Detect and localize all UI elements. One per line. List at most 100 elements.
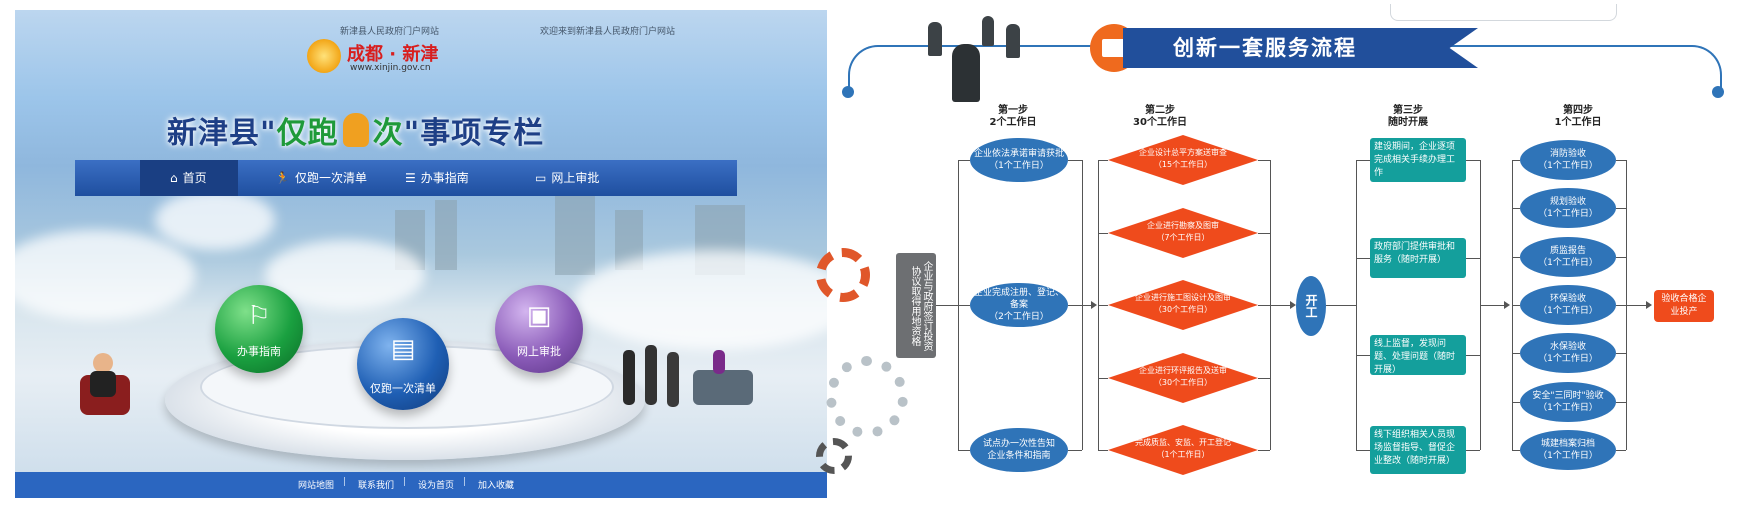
node-line2: （1个工作日） xyxy=(1538,403,1598,413)
connector-line xyxy=(1356,160,1370,161)
step-name: 第四步 xyxy=(1563,105,1593,116)
flow-title: 创新一套服务流程 xyxy=(1173,36,1357,60)
header-welcome: 欢迎来到新津县人民政府门户网站 xyxy=(540,27,676,37)
arrow-head xyxy=(1290,301,1296,309)
connector-line xyxy=(1258,378,1270,379)
connector-line xyxy=(1258,450,1270,451)
connector-line xyxy=(1466,355,1480,356)
step4-node: 水保验收 （1个工作日） xyxy=(1520,333,1616,373)
node-line1: 企业进行勘察及图审 xyxy=(1147,221,1219,230)
connector-line xyxy=(1616,402,1626,403)
node-line1: 安全"三同时"验收 xyxy=(1532,391,1604,401)
ball-checklist[interactable]: ▤ 仅跑一次清单 xyxy=(357,318,449,410)
nav-item-approval[interactable]: ▭网上审批 xyxy=(535,160,599,196)
kaigong-node: 开工 xyxy=(1296,276,1326,336)
footer-separator: | xyxy=(343,477,347,487)
node-line1: 规划验收 xyxy=(1549,197,1586,207)
node-line2: （1个工作日） xyxy=(1538,354,1598,364)
node-text: 企业进行施工图设计及图审（30个工作日） xyxy=(1128,292,1238,316)
ball-approval[interactable]: ▣ 网上审批 xyxy=(495,285,583,373)
nav-label: 办事指南 xyxy=(420,171,469,185)
ball-guide-label: 办事指南 xyxy=(237,345,281,358)
node-text: 企业进行环评报告及送审（30个工作日） xyxy=(1128,365,1238,389)
node-text: 企业进行勘察及图审（7个工作日） xyxy=(1128,220,1238,244)
node-line1: 企业完成注册、登记、备案 xyxy=(973,288,1064,310)
connector-line xyxy=(1480,305,1504,306)
connector-line xyxy=(1512,208,1520,209)
connector-line xyxy=(1466,450,1480,451)
step3-node: 建设期间，企业逐项完成相关手续办理工作 xyxy=(1370,138,1466,182)
nav-home[interactable] xyxy=(140,160,238,196)
node-line2: （1个工作日） xyxy=(1538,209,1598,219)
footer-separator: | xyxy=(403,477,407,487)
arrow-head xyxy=(1504,301,1510,309)
connector-line xyxy=(1356,355,1370,356)
connector-line xyxy=(1098,305,1108,306)
nav-item-guide[interactable]: ☰办事指南 xyxy=(405,160,469,196)
home-icon: ⌂ xyxy=(170,171,178,185)
footer-link[interactable]: 网站地图 xyxy=(298,481,335,491)
node-line2: （15个工作日） xyxy=(1153,160,1213,169)
main-nav: ⌂ 首页 🏃仅跑一次清单 ☰办事指南 ▭网上审批 xyxy=(75,160,737,196)
connector-line xyxy=(1616,257,1626,258)
nav-item-checklist[interactable]: 🏃仅跑一次清单 xyxy=(275,160,367,196)
nav-item-home[interactable]: ⌂ 首页 xyxy=(170,160,207,196)
step-days: 2个工作日 xyxy=(989,117,1037,128)
banner-title: 新津县"仅跑次"事项专栏 xyxy=(167,108,544,152)
top-frame xyxy=(1390,4,1617,21)
connector-line xyxy=(1326,305,1356,306)
connector-line xyxy=(1082,305,1094,306)
node-text: 企业设计总平方案送审查（15个工作日） xyxy=(1128,147,1238,171)
step4-node: 环保验收（1个工作日） xyxy=(1520,285,1616,325)
node-line2: （1个工作日） xyxy=(1156,450,1210,459)
connector-line xyxy=(1616,208,1626,209)
node-line2: （30个工作日） xyxy=(1153,378,1213,387)
logo-text[interactable]: 成都 · 新津 xyxy=(347,44,439,65)
node-line1: 质监报告 xyxy=(1549,246,1586,256)
nav-label: 首页 xyxy=(182,171,207,185)
connector-line xyxy=(1512,305,1520,306)
gear-icon xyxy=(816,248,870,302)
banner-title-post: "事项专栏 xyxy=(403,116,545,151)
footer-separator: | xyxy=(463,477,467,487)
step-days: 30个工作日 xyxy=(1133,117,1187,128)
step4-node: 消防验收（1个工作日） xyxy=(1520,140,1616,180)
connector-line xyxy=(1512,450,1520,451)
arc-end-dot xyxy=(842,86,854,98)
connector-line xyxy=(1356,450,1370,451)
footer-link[interactable]: 设为首页 xyxy=(418,481,455,491)
logo-url: www.xinjin.gov.cn xyxy=(350,63,431,73)
connector-line xyxy=(1616,305,1626,306)
connector-line xyxy=(1258,233,1270,234)
arc-end-dot xyxy=(1712,86,1724,98)
cloud xyxy=(265,240,425,310)
connector-line xyxy=(1512,160,1520,161)
business-people-icon xyxy=(920,10,1030,105)
node-line1: 完成质监、安监、开工登记 xyxy=(1135,438,1231,447)
arrow-head xyxy=(1646,301,1652,309)
connector-line xyxy=(958,305,970,306)
site-footer: 网站地图 | 联系我们 | 设为首页 | 加入收藏 xyxy=(15,472,827,498)
node-line1: 试点办一次性告知 xyxy=(982,439,1055,449)
node-text: 完成质监、安监、开工登记 （1个工作日） xyxy=(1128,437,1238,461)
businessman-sofa-illustration xyxy=(75,345,135,415)
footer-link[interactable]: 联系我们 xyxy=(358,481,395,491)
step1-node: 试点办一次性告知企业条件和指南 xyxy=(970,428,1068,472)
footer-link[interactable]: 加入收藏 xyxy=(478,481,515,491)
connector-line xyxy=(1626,305,1646,306)
title-band xyxy=(1123,28,1478,68)
connector-line xyxy=(1512,353,1520,354)
building-shape xyxy=(435,200,457,270)
monitor-icon: ▭ xyxy=(535,171,547,185)
node-line2: 企业条件和指南 xyxy=(987,451,1051,461)
connector-line xyxy=(958,450,970,451)
step-name: 第一步 xyxy=(998,105,1028,116)
start-box: 企业与政府签订投资协议取得用地资格 xyxy=(896,253,936,358)
connector-line xyxy=(1258,160,1270,161)
step4-node: 规划验收 （1个工作日） xyxy=(1520,188,1616,228)
gear-icon xyxy=(816,438,852,474)
ball-guide[interactable]: ⚐ 办事指南 xyxy=(215,285,303,373)
node-line1: 水保验收 xyxy=(1549,342,1586,352)
